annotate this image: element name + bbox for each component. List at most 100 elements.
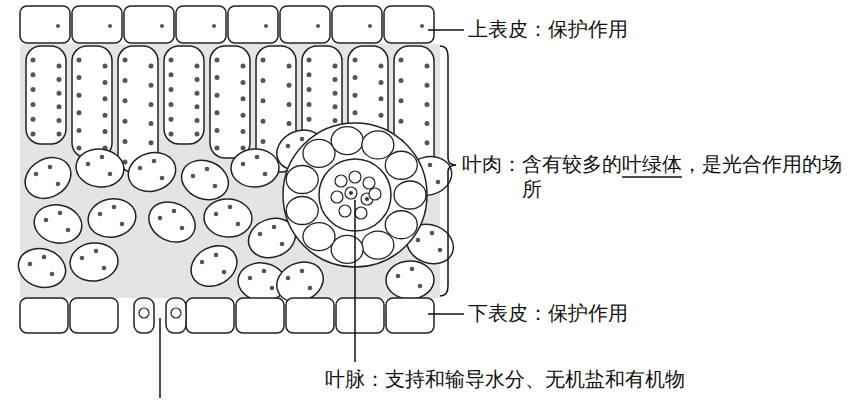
spongy-cell bbox=[13, 243, 70, 293]
chloroplast-dot bbox=[149, 140, 154, 145]
bundle-sheath-cell bbox=[286, 166, 318, 194]
chloroplast-dot bbox=[287, 121, 292, 126]
nucleus-dot bbox=[368, 24, 372, 28]
chloroplast-dot bbox=[138, 166, 143, 171]
chloroplast-dot bbox=[77, 75, 82, 80]
chloroplast-dot bbox=[287, 102, 292, 107]
chloroplast-dot bbox=[57, 77, 62, 82]
leader-line bbox=[428, 29, 464, 31]
bundle-sheath-cell bbox=[303, 223, 335, 251]
epidermis-cell bbox=[280, 6, 330, 43]
chloroplast-dot bbox=[272, 225, 277, 230]
chloroplast-dot bbox=[399, 58, 404, 63]
chloroplast-dot bbox=[430, 231, 435, 236]
bundle-sheath-cell bbox=[385, 151, 417, 179]
chloroplast-dot bbox=[241, 162, 246, 167]
chloroplast-dot bbox=[307, 87, 312, 92]
chloroplast-dot bbox=[353, 75, 358, 80]
chloroplast-dot bbox=[195, 64, 200, 69]
chloroplast-dot bbox=[241, 96, 246, 101]
spongy-cell bbox=[142, 194, 202, 249]
spongy-cell bbox=[18, 150, 79, 207]
spongy-cell bbox=[184, 238, 244, 295]
spongy-cell bbox=[74, 146, 126, 190]
chloroplast-dot bbox=[102, 266, 107, 271]
chloroplast-dot bbox=[379, 113, 384, 118]
chloroplast-dot bbox=[286, 276, 291, 281]
chloroplast-dot bbox=[214, 253, 219, 258]
palisade-cell bbox=[26, 46, 66, 144]
bundle-sheath-cell bbox=[303, 139, 335, 167]
nucleus-dot bbox=[160, 24, 164, 28]
chloroplast-dot bbox=[425, 121, 430, 126]
guard-cell-nucleus bbox=[139, 308, 149, 318]
chloroplast-dot bbox=[215, 58, 220, 63]
chloroplast-dot bbox=[158, 216, 163, 221]
chloroplast-dot bbox=[31, 58, 36, 63]
chloroplast-dot bbox=[152, 159, 157, 164]
chloroplast-dot bbox=[123, 78, 128, 83]
epidermis-cell bbox=[70, 298, 118, 333]
chloroplast-dot bbox=[287, 64, 292, 69]
chloroplast-dot bbox=[58, 211, 63, 216]
chloroplast-dot bbox=[261, 119, 266, 124]
chloroplast-dot bbox=[222, 270, 227, 275]
chloroplast-dot bbox=[48, 165, 53, 170]
chloroplast-dot bbox=[270, 286, 275, 291]
chloroplast-dot bbox=[307, 117, 312, 122]
part-label: 叶脉：支持和输导水分、无机盐和有机物 bbox=[325, 367, 685, 392]
chloroplast-dot bbox=[31, 87, 36, 92]
chloroplast-dot bbox=[66, 228, 71, 233]
chloroplast-dot bbox=[103, 64, 108, 69]
nucleus-dot bbox=[212, 24, 216, 28]
chloroplast-dot bbox=[123, 58, 128, 63]
bundle-sheath-cell bbox=[362, 231, 394, 259]
bundle-sheath-cell bbox=[385, 211, 417, 239]
chloroplast-dot bbox=[425, 64, 430, 69]
bundle-sheath-cell bbox=[331, 235, 363, 263]
chloroplast-dot bbox=[77, 128, 82, 133]
chloroplast-dot bbox=[57, 64, 62, 69]
epidermis-cell bbox=[124, 6, 174, 43]
chloroplast-dot bbox=[57, 104, 62, 109]
chloroplast-dot bbox=[172, 209, 177, 214]
chloroplast-dot bbox=[399, 78, 404, 83]
chloroplast-dot bbox=[56, 182, 61, 187]
chloroplast-dot bbox=[169, 87, 174, 92]
spongy-cell bbox=[68, 241, 120, 284]
epidermis-cell bbox=[386, 298, 434, 333]
chloroplast-dot bbox=[418, 284, 423, 289]
bracket bbox=[440, 46, 456, 296]
nucleus-dot bbox=[264, 24, 268, 28]
chloroplast-dot bbox=[103, 129, 108, 134]
chloroplast-dot bbox=[57, 118, 62, 123]
chloroplast-dot bbox=[425, 140, 430, 145]
chloroplast-dot bbox=[263, 172, 268, 177]
chloroplast-dot bbox=[123, 139, 128, 144]
chloroplast-dot bbox=[31, 132, 36, 137]
chloroplast-dot bbox=[77, 146, 82, 151]
chloroplast-dot bbox=[94, 249, 99, 254]
chloroplast-dot bbox=[308, 286, 313, 291]
chloroplast-dot bbox=[261, 78, 266, 83]
chloroplast-dot bbox=[215, 75, 220, 80]
chloroplast-dot bbox=[379, 80, 384, 85]
chloroplast-dot bbox=[103, 113, 108, 118]
chloroplast-dot bbox=[287, 83, 292, 88]
chloroplast-dot bbox=[80, 256, 85, 261]
chloroplast-dot bbox=[112, 205, 117, 210]
chloroplast-dot bbox=[399, 98, 404, 103]
chloroplast-dot bbox=[261, 139, 266, 144]
chloroplast-dot bbox=[31, 117, 36, 122]
chloroplast-dot bbox=[195, 132, 200, 137]
chloroplast-dot bbox=[286, 144, 291, 149]
chloroplast-dot bbox=[399, 119, 404, 124]
spongy-cell bbox=[85, 195, 139, 241]
text-underline bbox=[622, 176, 682, 178]
chloroplast-dot bbox=[195, 77, 200, 82]
nucleus-dot bbox=[108, 24, 112, 28]
chloroplast-dot bbox=[241, 64, 246, 69]
chloroplast-dot bbox=[86, 162, 91, 167]
epidermis-cell bbox=[236, 298, 284, 333]
